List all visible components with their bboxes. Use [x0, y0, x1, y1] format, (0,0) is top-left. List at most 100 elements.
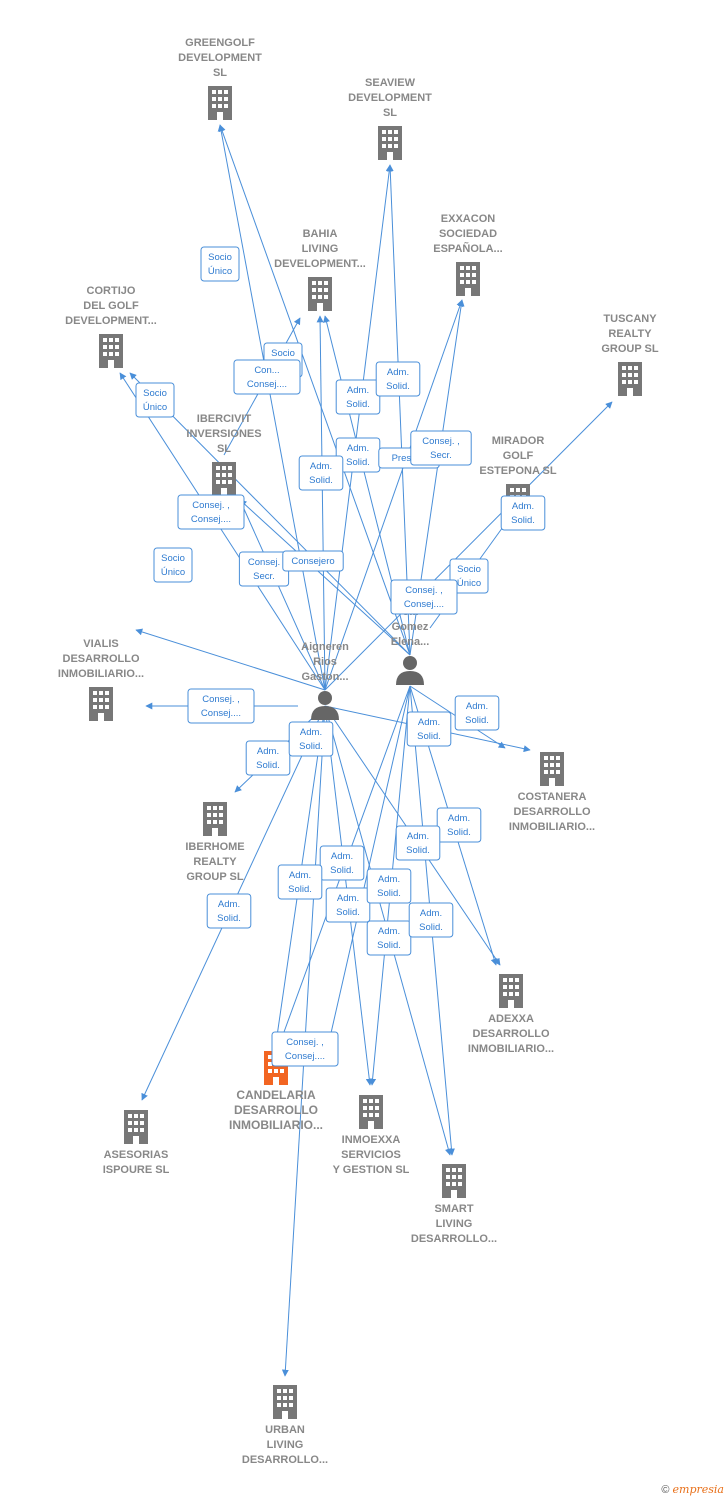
edge-line: [324, 164, 393, 691]
badge-text: Secr.: [253, 571, 275, 582]
edge-role-badge[interactable]: Consej. ,Secr.: [410, 430, 472, 466]
badge-text: Adm.: [466, 701, 488, 712]
badge-box: [319, 845, 365, 881]
edge-role-badge[interactable]: Consej. ,Consej....: [390, 579, 458, 615]
node-label-line: Gomez: [392, 621, 429, 633]
edge-role-badge[interactable]: Adm.Solid.: [319, 845, 365, 881]
node-label-line: DEVELOPMENT...: [65, 315, 157, 327]
node-aigneren[interactable]: AignerenRiosGaston...: [301, 641, 349, 720]
node-bahia[interactable]: BAHIALIVINGDEVELOPMENT...: [274, 228, 366, 311]
edge-role-badge[interactable]: Adm. Solid.: [298, 455, 344, 491]
edge-role-badge[interactable]: Adm.Solid.: [288, 721, 334, 757]
edge-role-badge[interactable]: Adm.Solid.: [366, 920, 412, 956]
node-label-line: SL: [213, 67, 227, 79]
node-label-line: INMOBILIARIO...: [229, 1118, 323, 1132]
edge-role-badge[interactable]: Consej. ,Consej....: [187, 688, 255, 724]
node-label-line: VIALIS: [83, 638, 118, 650]
node-label-line: SL: [217, 443, 231, 455]
node-label-line: CORTIJO: [87, 285, 136, 297]
edge-role-badge[interactable]: Adm.Solid.: [436, 807, 482, 843]
badge-text: Presid...: [392, 453, 427, 464]
node-label-line: COSTANERA: [518, 791, 587, 803]
building-icon: [208, 86, 232, 120]
edge-role-badge[interactable]: Adm.Solid.: [500, 495, 546, 531]
node-adexxa[interactable]: ADEXXADESARROLLOINMOBILIARIO...: [468, 974, 554, 1055]
edge-role-badge[interactable]: Adm.Solid.: [245, 740, 291, 776]
edge-role-badge[interactable]: Adm.Solid.: [454, 695, 500, 731]
badge-text: Consej....: [191, 514, 231, 525]
node-label-line: REALTY: [608, 328, 652, 340]
badge-box: [500, 495, 546, 531]
edge-layer: [119, 124, 613, 1377]
node-smart[interactable]: SMARTLIVINGDESARROLLO...: [411, 1164, 497, 1245]
edge-role-badge[interactable]: Adm.Solid.: [325, 887, 371, 923]
badge-box: [410, 430, 472, 466]
badge-text: Solid.: [217, 913, 241, 924]
badge-text: Socio: [208, 252, 232, 263]
edge-role-badge[interactable]: Adm.Solid.: [335, 379, 381, 415]
node-label-line: DESARROLLO...: [242, 1454, 328, 1466]
edge-role-badge[interactable]: Adm.Solid.: [277, 864, 323, 900]
node-label-line: EXXACON: [441, 213, 495, 225]
edge-role-badge[interactable]: Adm.Solid.: [408, 902, 454, 938]
node-label-line: GREENGOLF: [185, 37, 255, 49]
badge-box: [436, 807, 482, 843]
badge-text: Adm.: [378, 926, 400, 937]
edge-role-badge[interactable]: Consej. ,Consej....: [271, 1031, 339, 1067]
edge-role-badge[interactable]: Consej.Secr.: [238, 551, 290, 587]
badge-text: Único: [457, 578, 481, 589]
building-icon: [442, 1164, 466, 1198]
node-label-line: INMOBILIARIO...: [468, 1043, 554, 1055]
badge-text: Solid.: [447, 827, 471, 838]
badge-text: Consej. ,: [286, 1037, 324, 1048]
node-urban[interactable]: URBANLIVINGDESARROLLO...: [242, 1385, 328, 1466]
node-costanera[interactable]: COSTANERADESARROLLOINMOBILIARIO...: [509, 752, 595, 833]
node-label-line: LIVING: [436, 1218, 473, 1230]
edge-role-badge[interactable]: Adm.Solid.: [406, 711, 452, 747]
edge-role-badge[interactable]: Consejero: [282, 550, 344, 572]
badge-text: Consej....: [201, 708, 241, 719]
edge-line: [316, 315, 326, 691]
node-label-line: DESARROLLO: [234, 1103, 318, 1117]
edge-role-badge[interactable]: Adm.Solid.: [395, 825, 441, 861]
badge-text: Consej....: [247, 379, 287, 390]
badge-text: Solid.: [309, 475, 333, 486]
edge-role-badge[interactable]: Adm.Solid.: [366, 868, 412, 904]
node-cortijo[interactable]: CORTIJO DEL GOLF DEVELOPMENT...: [65, 285, 157, 368]
edge-line: [135, 628, 326, 691]
badge-text: Adm.: [310, 461, 332, 472]
node-exxacon[interactable]: EXXACONSOCIEDADESPAÑOLA...: [433, 213, 503, 296]
badge-text: Solid.: [256, 760, 280, 771]
node-label-line: LIVING: [267, 1439, 304, 1451]
badge-box: [200, 246, 240, 282]
node-vialis[interactable]: VIALISDESARROLLOINMOBILIARIO...: [58, 638, 144, 721]
badge-box: [233, 359, 301, 395]
edge-role-badge[interactable]: Adm.Solid.: [375, 361, 421, 397]
node-label-line: ASESORIAS: [104, 1149, 169, 1161]
edge-role-badge[interactable]: Adm.Solid.: [206, 893, 252, 929]
edge-line: [129, 372, 411, 656]
building-icon: [618, 362, 642, 396]
node-label-line: DEVELOPMENT...: [274, 258, 366, 270]
node-label-line: ADEXXA: [488, 1013, 534, 1025]
brand-logo[interactable]: empresia: [672, 1483, 724, 1496]
edge-role-badge[interactable]: Con...Consej....: [233, 359, 301, 395]
badge-text: Adm.: [347, 443, 369, 454]
node-label-line: IBERCIVIT: [197, 413, 252, 425]
node-candelaria[interactable]: CANDELARIADESARROLLOINMOBILIARIO...: [229, 1051, 323, 1132]
edge-role-badge[interactable]: Consej. ,Consej....: [177, 494, 245, 530]
node-label-line: REALTY: [193, 856, 237, 868]
node-label-line: DEL GOLF: [83, 300, 139, 312]
